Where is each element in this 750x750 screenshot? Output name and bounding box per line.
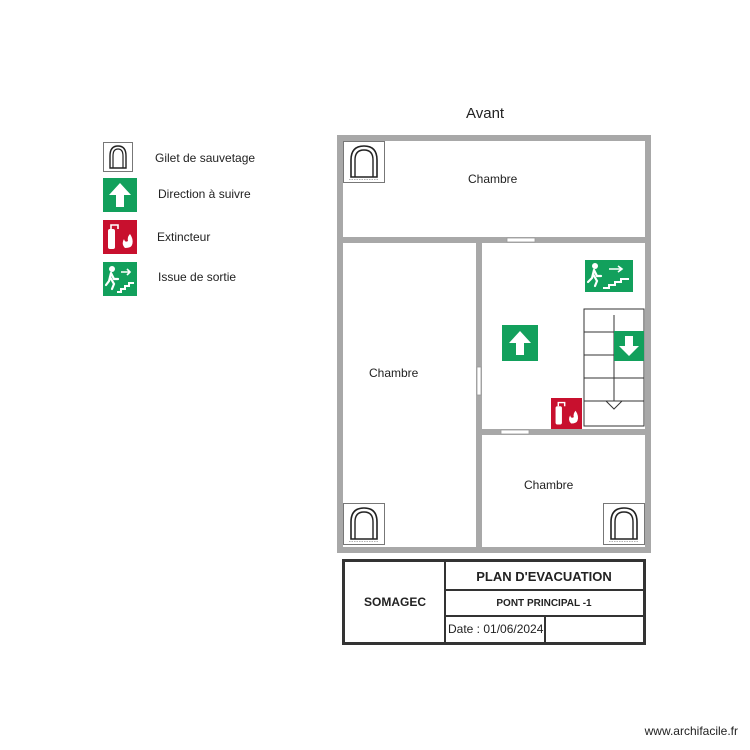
legend-emergency-exit-icon xyxy=(103,262,137,296)
title-block: SOMAGEC PLAN D'EVACUATION PONT PRINCIPAL… xyxy=(342,559,646,645)
plan-date: Date : 01/06/2024 xyxy=(444,615,546,643)
legend-label-extinguisher: Extincteur xyxy=(157,230,211,244)
room-label-bottom-right: Chambre xyxy=(524,478,574,492)
legend-label-life-jacket: Gilet de sauvetage xyxy=(155,151,256,165)
company-name: SOMAGEC xyxy=(344,561,446,643)
plan-heading: Avant xyxy=(466,105,505,122)
empty-cell xyxy=(544,615,644,643)
floor-plan xyxy=(337,135,651,553)
direction-arrow-down-icon xyxy=(614,331,644,361)
plan-title: PLAN D'EVACUATION xyxy=(444,561,644,591)
life-jacket-icon xyxy=(603,503,645,545)
life-jacket-icon xyxy=(343,503,385,545)
plan-subtitle: PONT PRINCIPAL -1 xyxy=(444,589,644,617)
watermark[interactable]: www.archifacile.fr xyxy=(644,724,738,738)
life-jacket-icon xyxy=(343,141,385,183)
legend-label-exit: Issue de sortie xyxy=(158,270,237,284)
legend-fire-extinguisher-icon xyxy=(103,220,137,254)
room-label-left: Chambre xyxy=(369,366,419,380)
direction-arrow-icon xyxy=(502,325,538,361)
legend-label-direction: Direction à suivre xyxy=(158,187,251,201)
emergency-exit-icon xyxy=(585,260,633,292)
room-label-top: Chambre xyxy=(468,172,518,186)
legend-direction-arrow-icon xyxy=(103,178,137,212)
legend-life-jacket-icon xyxy=(103,142,133,172)
staircase xyxy=(583,308,645,427)
fire-extinguisher-icon xyxy=(551,398,582,429)
